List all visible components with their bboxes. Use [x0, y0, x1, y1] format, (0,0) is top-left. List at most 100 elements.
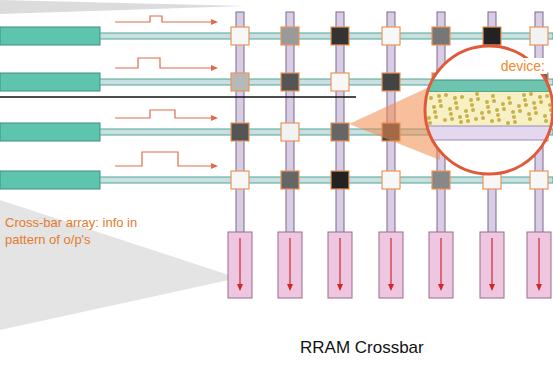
- bottom-electrode: [423, 126, 553, 140]
- output-arrow: [538, 238, 539, 286]
- vacancy-dot: [474, 117, 478, 121]
- device-stack: [423, 80, 553, 140]
- vacancy-dot: [466, 119, 470, 123]
- callout-note: Cross-bar array: info in pattern of o/p'…: [5, 214, 155, 248]
- vacancy-dot: [490, 119, 494, 123]
- arrow-head: [211, 19, 218, 25]
- memristor-cell: [432, 27, 450, 45]
- vacancy-dot: [465, 114, 469, 118]
- vacancy-dot: [533, 106, 537, 110]
- memristor-cell: [382, 171, 400, 189]
- top-electrode: [423, 80, 553, 92]
- vacancy-dot: [434, 115, 438, 119]
- input-pulse: [115, 152, 212, 166]
- memristor-cell: [231, 27, 249, 45]
- vacancy-dot: [543, 114, 547, 118]
- vacancy-dot: [476, 97, 480, 101]
- vacancy-dot: [454, 101, 458, 105]
- memristor-cell: [382, 27, 400, 45]
- output-arrow: [440, 238, 441, 286]
- caption: RRAM Crossbar: [300, 338, 424, 358]
- vacancy-dot: [492, 99, 496, 103]
- vacancy-dot: [429, 96, 433, 100]
- arrow-head: [536, 284, 542, 291]
- arrow-head: [237, 284, 243, 291]
- device-callout: device:: [423, 44, 553, 176]
- vacancy-dot: [471, 108, 475, 112]
- arrow-head: [438, 284, 444, 291]
- input-pulse: [115, 110, 212, 118]
- input-driver: [0, 27, 100, 45]
- vacancy-dot: [438, 99, 442, 103]
- memristor-cell: [432, 171, 450, 189]
- output-box: [328, 232, 352, 298]
- vacancy-dot: [524, 103, 528, 107]
- vacancy-dot: [506, 121, 510, 125]
- memristor-cell: [331, 73, 349, 91]
- vacancy-dot: [539, 100, 543, 104]
- vacancy-dot: [423, 92, 425, 96]
- vacancy-dot: [545, 94, 549, 98]
- memristor-cell: [231, 171, 249, 189]
- vacancy-dot: [538, 95, 542, 99]
- vacancy-dot: [455, 106, 459, 110]
- vacancy-dot: [453, 96, 457, 100]
- vacancy-dot: [427, 116, 431, 120]
- vacancy-dot: [522, 93, 526, 97]
- vacancy-dot: [532, 101, 536, 105]
- vacancy-dot: [460, 95, 464, 99]
- output-box: [278, 232, 302, 298]
- vacancy-dot: [527, 112, 531, 116]
- memristor-cell: [281, 171, 299, 189]
- input-driver: [0, 73, 100, 91]
- vacancy-dot: [443, 118, 447, 122]
- annotation-line: [0, 96, 356, 98]
- output-arrow: [339, 238, 340, 286]
- output-arrow: [239, 238, 240, 286]
- output-box: [527, 232, 551, 298]
- memristor-cell: [231, 73, 249, 91]
- memristor-cell: [331, 27, 349, 45]
- vacancy-dot: [528, 117, 532, 121]
- vacancy-dot: [459, 120, 463, 124]
- vacancy-dot: [508, 101, 512, 105]
- vacancy-dot: [437, 94, 441, 98]
- vacancy-dot: [433, 110, 437, 114]
- memristor-cell: [281, 123, 299, 141]
- arrow-head: [211, 115, 218, 121]
- output-arrow: [289, 238, 290, 286]
- output-arrow: [491, 238, 492, 286]
- output-arrow: [390, 238, 391, 286]
- arrow-head: [489, 284, 495, 291]
- callout-wedge: [0, 200, 238, 330]
- vacancy-dot: [544, 119, 548, 123]
- vacancy-dot: [491, 94, 495, 98]
- memristor-cell: [231, 123, 249, 141]
- memristor-cell: [530, 171, 548, 189]
- vacancy-dot: [512, 115, 516, 119]
- output-box: [228, 232, 252, 298]
- vacancy-dot: [480, 111, 484, 115]
- vacancy-dot: [511, 110, 515, 114]
- input-driver: [0, 123, 100, 141]
- vacancy-dot: [475, 92, 479, 96]
- vacancy-dot: [428, 121, 432, 125]
- output-box: [480, 232, 504, 298]
- arrow-head: [337, 284, 343, 291]
- callout-title: device:: [499, 58, 547, 74]
- vacancy-dot: [495, 108, 499, 112]
- vacancy-dot: [432, 105, 436, 109]
- memristor-cell: [530, 27, 548, 45]
- vacancy-dot: [502, 107, 506, 111]
- vacancy-dot: [507, 96, 511, 100]
- vacancy-dot: [517, 104, 521, 108]
- vacancy-dot: [487, 110, 491, 114]
- vacancy-dot: [449, 112, 453, 116]
- vacancy-dot: [444, 93, 448, 97]
- memristor-cell: [483, 27, 501, 45]
- drawing-part: [425, 46, 553, 174]
- vacancy-dot: [469, 98, 473, 102]
- input-pulse: [115, 16, 212, 22]
- vacancy-dot: [513, 120, 517, 124]
- input-pulse: [115, 58, 212, 68]
